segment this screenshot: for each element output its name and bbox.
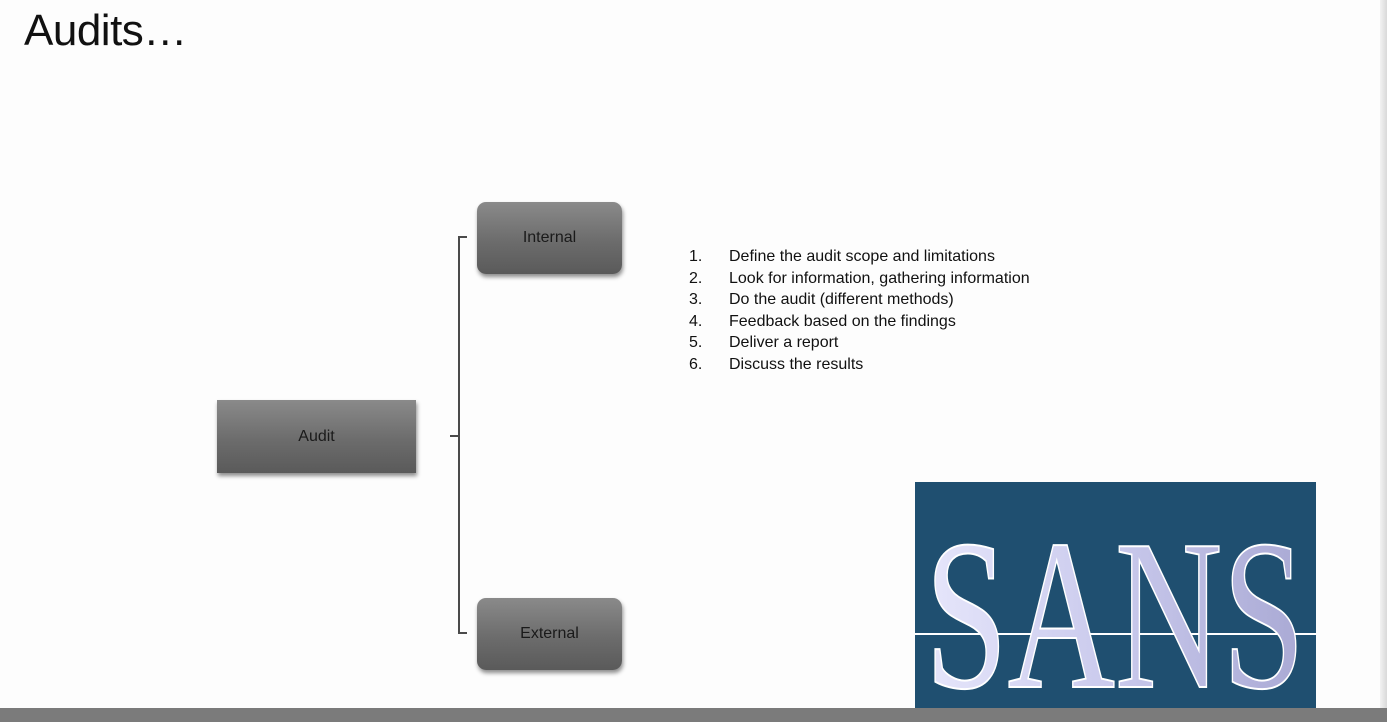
sans-logo-text: SANS: [925, 495, 1305, 720]
sans-logo-mark: SANS: [915, 494, 1316, 722]
internal-box: Internal: [477, 202, 622, 274]
step-text: Deliver a report: [729, 334, 839, 352]
slide-title: Audits…: [24, 6, 187, 55]
audit-label: Audit: [298, 427, 335, 445]
list-item: 3. Do the audit (different methods): [689, 289, 1030, 311]
external-label: External: [520, 625, 579, 642]
step-text: Do the audit (different methods): [729, 291, 954, 309]
list-item: 2. Look for information, gathering inform…: [689, 268, 1030, 290]
list-item: 6. Discuss the results: [689, 354, 1030, 376]
audit-box: Audit: [217, 400, 416, 473]
step-number: 2.: [689, 269, 703, 287]
audit-steps-list: 1. Define the audit scope and limitations…: [689, 246, 1030, 376]
step-text: Discuss the results: [729, 355, 864, 373]
step-number: 4.: [689, 312, 703, 330]
external-box: External: [477, 598, 622, 670]
step-number: 3.: [689, 291, 703, 309]
step-text: Feedback based on the findings: [729, 312, 956, 330]
step-text: Look for information, gathering informat…: [729, 269, 1030, 287]
internal-label: Internal: [522, 229, 577, 246]
step-number: 5.: [689, 334, 703, 352]
step-number: 6.: [689, 355, 703, 373]
list-item: 4. Feedback based on the findings: [689, 311, 1030, 333]
branch-bracket: [450, 236, 467, 634]
footer-bar: [0, 708, 1387, 722]
step-text: Define the audit scope and limitations: [729, 248, 995, 265]
scroll-edge: [1380, 0, 1387, 708]
list-item: 1. Define the audit scope and limitations: [689, 246, 1030, 268]
list-item: 5. Deliver a report: [689, 332, 1030, 354]
sans-logo: SANS: [915, 482, 1316, 722]
step-number: 1.: [689, 248, 703, 265]
